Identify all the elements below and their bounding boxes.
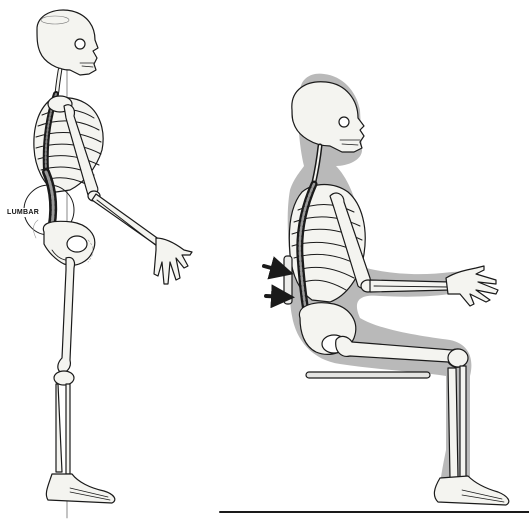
lumbar-label: LUMBAR [6,208,40,217]
standing-skeleton [24,10,192,518]
lumbar-arrow-upper [264,266,286,272]
seated-tibia [448,368,458,478]
standing-femur [58,257,75,372]
standing-skull [37,10,98,75]
standing-hand [154,238,192,284]
seat-cushion [306,372,430,378]
seated-skeleton [220,74,529,512]
standing-tibia [56,384,62,472]
lumbar-arrow-lower [266,296,287,297]
standing-forearm [92,194,160,245]
seated-knee [448,349,468,367]
standing-knee [54,371,74,385]
